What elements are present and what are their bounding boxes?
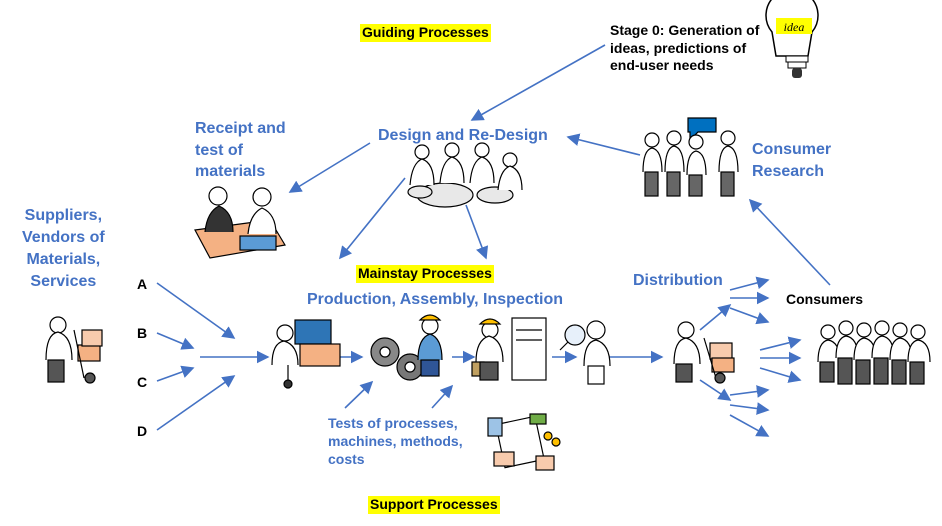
suppliers-line-1: Suppliers,: [24, 207, 103, 224]
arrow-dist-6: [759, 367, 802, 383]
receipt-line-2: test of: [195, 141, 243, 159]
arrow-tests-1: [344, 380, 374, 409]
arrow-dist-1: [729, 276, 770, 291]
design-redesign-label: Design and Re-Design: [378, 127, 548, 144]
flow-arrows: [156, 44, 831, 437]
arrow-dist-branch-up: [699, 303, 732, 331]
stage-0-line-2: ideas, predictions of: [610, 39, 747, 56]
suppliers-line-2: Vendors of: [22, 229, 105, 247]
arrow-idea-to-design: [470, 44, 606, 121]
guiding-processes-label: Guiding Processes: [360, 24, 491, 42]
receipt-line-1: Receipt and: [195, 120, 286, 137]
consumer-research-icon: [642, 117, 739, 197]
arrow-dist-7: [729, 385, 770, 398]
suppliers-line-3: Materials,: [26, 251, 101, 269]
arrow-dist-8: [729, 402, 770, 415]
receipt-line-3: materials: [195, 163, 266, 181]
tests-of-processes-label: Tests of processes, machines, methods, c…: [328, 414, 463, 469]
arrow-dist-3: [729, 307, 770, 325]
arrow-design-to-receipt: [288, 142, 371, 193]
stage-0-line-1: Stage 0: Generation of: [610, 22, 760, 38]
distribution-label: Distribution: [633, 272, 723, 289]
computer-operator-icon: [271, 319, 341, 389]
arrow-dist-9: [729, 414, 770, 437]
input-b-label: B: [137, 325, 148, 341]
stage-0-label: Stage 0: Generation of ideas, prediction…: [610, 22, 759, 75]
arrow-design-to-production-left: [338, 177, 406, 260]
suppliers-line-4: Services: [30, 273, 97, 291]
consumers-group-icon: [817, 320, 931, 385]
consumer-research-line-1: Consumer: [752, 141, 832, 158]
supplier-hand-truck-icon: [45, 316, 103, 384]
arrow-research-to-design: [566, 133, 641, 156]
input-a-label: A: [137, 276, 148, 292]
production-assembly-inspection-label: Production, Assembly, Inspection: [307, 291, 564, 308]
suppliers-label: Suppliers, Vendors of Materials, Service…: [22, 205, 105, 293]
tests-line-2: machines, methods,: [328, 433, 463, 450]
arrow-consumers-to-research: [748, 198, 831, 286]
arrow-dist-branch-down: [699, 379, 732, 401]
consumer-research-label: Consumer Research: [752, 139, 831, 182]
arrow-tests-2: [431, 384, 454, 409]
arrow-dist-4: [759, 336, 802, 351]
arrow-a: [156, 282, 236, 339]
receipt-test-materials-label: Receipt and test of materials: [195, 118, 286, 183]
distributor-hand-truck-icon: [673, 321, 735, 384]
finance-documents-icon: [487, 413, 561, 471]
consumer-research-line-2: Research: [752, 162, 825, 180]
gears-worker-icon: [370, 314, 443, 381]
design-team-icon: [407, 142, 523, 208]
idea-text: idea: [784, 20, 805, 34]
inspector-magnifier-icon: [559, 320, 611, 385]
arrow-design-to-production-right: [465, 204, 489, 260]
input-d-label: D: [137, 423, 148, 439]
technician-server-icon: [471, 317, 547, 381]
lightbulb-icon: idea: [765, 0, 819, 78]
tests-line-1: Tests of processes,: [328, 415, 458, 431]
support-processes-label: Support Processes: [368, 496, 500, 514]
stage-0-line-3: end-user needs: [610, 57, 714, 73]
mainstay-processes-label: Mainstay Processes: [356, 265, 494, 283]
arrow-b: [156, 332, 195, 350]
consumers-label: Consumers: [786, 291, 864, 307]
arrow-d: [156, 375, 236, 431]
arrow-c: [156, 365, 195, 382]
lab-testers-icon: [194, 186, 286, 259]
tests-line-3: costs: [328, 451, 365, 468]
input-c-label: C: [137, 374, 148, 390]
